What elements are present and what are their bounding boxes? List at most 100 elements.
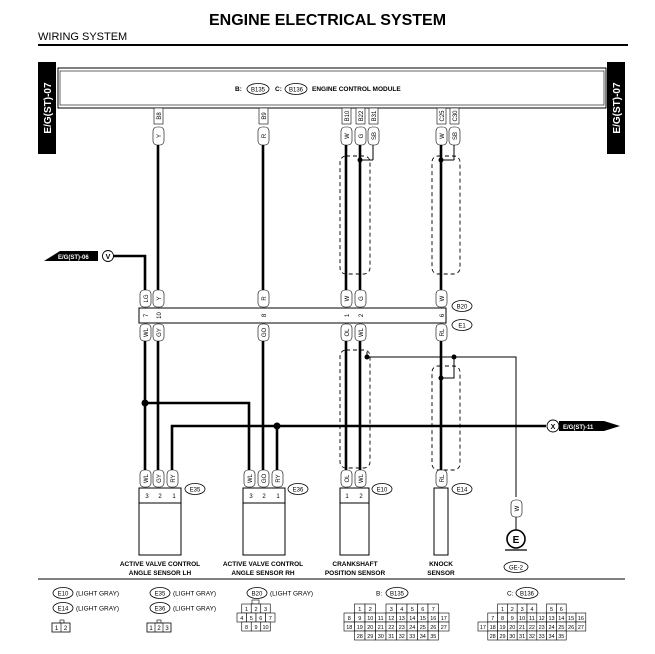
legend-b135-pin: 1 bbox=[358, 607, 361, 613]
legend-b135-pin: 2 bbox=[369, 607, 372, 613]
legend-b135-pin: 23 bbox=[399, 625, 405, 631]
wire-color: Y bbox=[157, 134, 163, 138]
legend-b20-pin: 6 bbox=[259, 616, 262, 622]
legend-b136-prefix: C: bbox=[507, 591, 514, 598]
legend-b135-conn: B135 bbox=[390, 592, 405, 598]
splice-dot-drain-c bbox=[438, 375, 444, 381]
legend-b136-pin: 34 bbox=[548, 634, 554, 640]
legend-e36-pin: 2 bbox=[157, 626, 161, 632]
legend-b135-pin: 30 bbox=[378, 634, 384, 640]
splice-dot-wl bbox=[141, 399, 149, 407]
joint-conn-bottom-oval bbox=[451, 319, 473, 331]
sensor-rh-pin: 1 bbox=[276, 494, 280, 500]
legend-b136-pin: 3 bbox=[521, 607, 524, 613]
legend-b135-pin: 19 bbox=[357, 625, 363, 631]
joint-lower-color: GO bbox=[262, 328, 268, 338]
legend-b135-cell bbox=[427, 630, 439, 641]
legend-b136-pin: 13 bbox=[548, 616, 554, 622]
side-tab-left bbox=[38, 62, 56, 154]
ecm-pin: B31 bbox=[372, 110, 378, 121]
shield-knock-lower bbox=[431, 365, 461, 471]
sensor-rh: WL GO RY 3 2 1 E36 ACTIVE VALVE CONTROL … bbox=[223, 469, 309, 577]
sensor-lh-pin: 3 bbox=[145, 494, 149, 500]
knock-wire: RL bbox=[440, 474, 446, 482]
legend-e10-e14: E10 (LIGHT GRAY) E14 (LIGHT GRAY) 1 2 bbox=[51, 587, 119, 633]
legend-b136-pin: 35 bbox=[558, 634, 564, 640]
joint-pin: 8 bbox=[262, 313, 268, 317]
knock-name-1: KNOCK bbox=[429, 561, 453, 568]
sensor-rh-pin: 3 bbox=[249, 494, 253, 500]
legend-b136-pin: 5 bbox=[550, 607, 553, 613]
legend-b136-pin: 8 bbox=[501, 616, 504, 622]
ecm-c-label: C: bbox=[275, 86, 282, 93]
joint-upper-color: LG bbox=[144, 294, 150, 302]
ecm-c-connector-oval bbox=[284, 83, 308, 95]
wire-color: SB bbox=[453, 132, 459, 140]
legend-b136-pin: 22 bbox=[529, 625, 535, 631]
legend-b135-pin: 21 bbox=[378, 625, 384, 631]
legend-b136-pin: 4 bbox=[530, 607, 533, 613]
legend-b135-pin: 26 bbox=[430, 625, 436, 631]
legend-e14-conn: E14 bbox=[58, 607, 69, 613]
legend-b136-pin: 11 bbox=[529, 616, 535, 622]
knock-name-2: SENSOR bbox=[427, 570, 455, 577]
legend-b136-pin: 32 bbox=[529, 634, 535, 640]
ground: W E GE-2 bbox=[503, 499, 529, 573]
legend-b135-pin: 13 bbox=[399, 616, 405, 622]
legend-b20-pin: 10 bbox=[262, 625, 268, 631]
legend-e36-note: (LIGHT GRAY) bbox=[173, 606, 216, 613]
joint-conn-top-oval bbox=[451, 300, 473, 312]
legend-b136-pin: 20 bbox=[509, 625, 515, 631]
side-tab-right-text: E/G(ST)-07 bbox=[612, 82, 623, 134]
ground-icon bbox=[506, 529, 526, 549]
legend-b135-pin: 16 bbox=[430, 616, 436, 622]
legend-e36-conn: E36 bbox=[155, 607, 166, 613]
legend-e35-conn: E35 bbox=[155, 592, 166, 598]
legend-b135-pin: 7 bbox=[432, 607, 435, 613]
sensor-rh-name-2: ANGLE SENSOR RH bbox=[231, 570, 295, 577]
sensor-rh-wire: WL bbox=[248, 473, 254, 483]
joint-lower-labels: WL GY GO OL WL RL bbox=[139, 323, 448, 342]
legend-b135-pin: 8 bbox=[348, 616, 351, 622]
splice-dot-knock-top bbox=[438, 157, 444, 163]
legend-e14-note: (LIGHT GRAY) bbox=[76, 606, 119, 613]
joint-upper-color: Y bbox=[157, 296, 163, 300]
ecm-pin: B10 bbox=[345, 110, 351, 121]
legend-b20-pin: 8 bbox=[245, 625, 248, 631]
legend-e10-note: (LIGHT GRAY) bbox=[76, 591, 119, 598]
legend-b136-pin: 29 bbox=[499, 634, 505, 640]
legend-b136-pin: 17 bbox=[480, 625, 486, 631]
sensor-rh-name-1: ACTIVE VALVE CONTROL bbox=[223, 561, 303, 568]
ecm-c-connector: B136 bbox=[289, 88, 304, 94]
legend-b136-cell bbox=[575, 621, 587, 632]
legend-b135-cell bbox=[438, 621, 450, 632]
sensor-lh-wire: RY bbox=[171, 474, 177, 482]
legend-b136-pin: 9 bbox=[511, 616, 514, 622]
ref-x-text: E/G(ST)-11 bbox=[563, 425, 594, 431]
legend-b135-pin: 33 bbox=[409, 634, 415, 640]
legend-b20-conn: B20 bbox=[252, 592, 263, 598]
legend-b136-pin: 6 bbox=[560, 607, 563, 613]
crank-name-2: POSITION SENSOR bbox=[325, 570, 386, 577]
joint-lower-color: WL bbox=[359, 327, 365, 337]
legend-b136-pin: 15 bbox=[568, 616, 574, 622]
joint-lower-color: RL bbox=[440, 328, 446, 336]
ecm-pin: B8 bbox=[157, 112, 163, 120]
ecm-pin: C25 bbox=[440, 110, 446, 122]
legend-b20-pin: 4 bbox=[240, 616, 243, 622]
legend-b135-pin: 12 bbox=[388, 616, 394, 622]
joint-pin-numbers: 7 10 8 1 2 6 bbox=[144, 312, 446, 319]
legend-b20-pin: 5 bbox=[250, 616, 253, 622]
splice-dot-drain-b bbox=[451, 354, 457, 360]
legend-b136-pin: 21 bbox=[519, 625, 525, 631]
joint-pin: 7 bbox=[144, 313, 150, 317]
legend-b135-pin: 34 bbox=[420, 634, 426, 640]
joint-pin: 2 bbox=[359, 313, 365, 317]
legend-b135-pin: 6 bbox=[421, 607, 424, 613]
ecm-pin: B9 bbox=[262, 112, 268, 120]
wire-color: W bbox=[345, 133, 351, 139]
legend-b135-pin: 14 bbox=[409, 616, 415, 622]
